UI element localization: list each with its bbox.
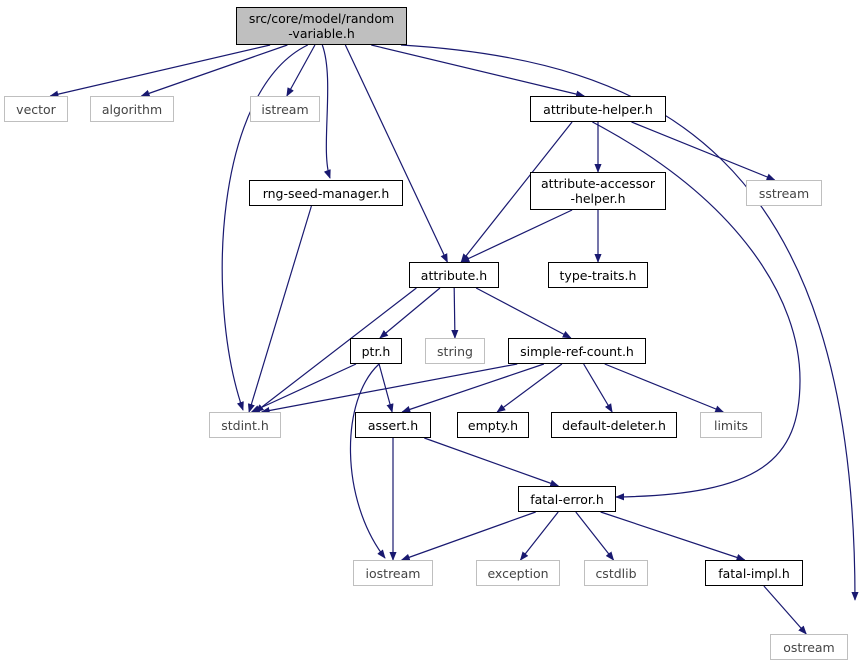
edge-simple-ref-count-to-empty	[496, 363, 563, 413]
edge-fatal-error-to-fatal-impl	[600, 511, 746, 561]
node-type-traits[interactable]: type-traits.h	[548, 262, 648, 288]
edge-root-to-attribute-helper	[371, 44, 586, 98]
edge-attribute-to-stdint	[254, 287, 417, 413]
edge-ptr-to-assert	[378, 363, 394, 413]
edge-attribute-to-ptr	[379, 287, 441, 339]
node-rng-seed-manager[interactable]: rng-seed-manager.h	[249, 180, 403, 206]
edge-root-to-ostream	[400, 44, 859, 601]
node-empty[interactable]: empty.h	[457, 412, 529, 438]
node-exception[interactable]: exception	[476, 560, 560, 586]
node-simple-ref-count[interactable]: simple-ref-count.h	[508, 338, 646, 364]
edge-fatal-error-to-exception	[519, 511, 559, 561]
edge-root-to-istream	[286, 44, 316, 97]
node-vector[interactable]: vector	[4, 96, 68, 122]
node-sstream[interactable]: sstream	[746, 180, 822, 206]
edge-attribute-helper-to-attribute	[460, 121, 573, 263]
edge-root-to-vector	[49, 44, 271, 98]
node-fatal-error[interactable]: fatal-error.h	[518, 486, 616, 512]
node-ptr[interactable]: ptr.h	[350, 338, 402, 364]
node-cstdlib[interactable]: cstdlib	[584, 560, 648, 586]
edge-root-to-rng-seed-manager	[321, 44, 331, 179]
edge-attribute-helper-to-fatal-error	[592, 121, 801, 501]
node-attribute-helper[interactable]: attribute-helper.h	[530, 96, 666, 122]
node-string[interactable]: string	[425, 338, 485, 364]
node-attribute[interactable]: attribute.h	[409, 262, 499, 288]
edge-ptr-to-stdint	[250, 363, 357, 413]
edge-simple-ref-count-to-stdint	[260, 363, 518, 415]
edge-attribute-accessor-helper-to-attribute	[460, 209, 573, 263]
node-root[interactable]: src/core/model/random -variable.h	[236, 7, 407, 45]
node-limits[interactable]: limits	[700, 412, 762, 438]
edge-fatal-error-to-iostream	[400, 511, 536, 561]
edge-root-to-attribute	[344, 44, 448, 263]
edge-simple-ref-count-to-limits	[604, 363, 725, 413]
edge-root-to-algorithm	[140, 44, 288, 97]
node-iostream[interactable]: iostream	[353, 560, 433, 586]
node-stdint[interactable]: stdint.h	[209, 412, 281, 438]
edge-assert-to-fatal-error	[424, 437, 560, 487]
node-fatal-impl[interactable]: fatal-impl.h	[705, 560, 803, 586]
edge-simple-ref-count-to-default-deleter	[583, 363, 613, 413]
node-default-deleter[interactable]: default-deleter.h	[551, 412, 677, 438]
edge-simple-ref-count-to-assert	[401, 363, 545, 413]
node-istream[interactable]: istream	[250, 96, 320, 122]
edge-fatal-impl-to-ostream	[763, 585, 807, 635]
edge-root-to-stdint	[221, 44, 308, 411]
edge-attribute-to-string	[451, 287, 459, 339]
node-assert[interactable]: assert.h	[355, 412, 431, 438]
edge-fatal-error-to-cstdlib	[575, 511, 615, 561]
edges	[49, 44, 859, 635]
edge-attribute-helper-to-sstream	[631, 121, 776, 181]
node-ostream[interactable]: ostream	[770, 634, 848, 660]
edge-ptr-to-iostream	[349, 363, 386, 559]
node-attribute-accessor-helper[interactable]: attribute-accessor -helper.h	[530, 172, 666, 210]
node-algorithm[interactable]: algorithm	[90, 96, 174, 122]
edge-rng-seed-manager-to-stdint	[247, 205, 312, 413]
edge-attribute-to-simple-ref-count	[475, 287, 572, 339]
